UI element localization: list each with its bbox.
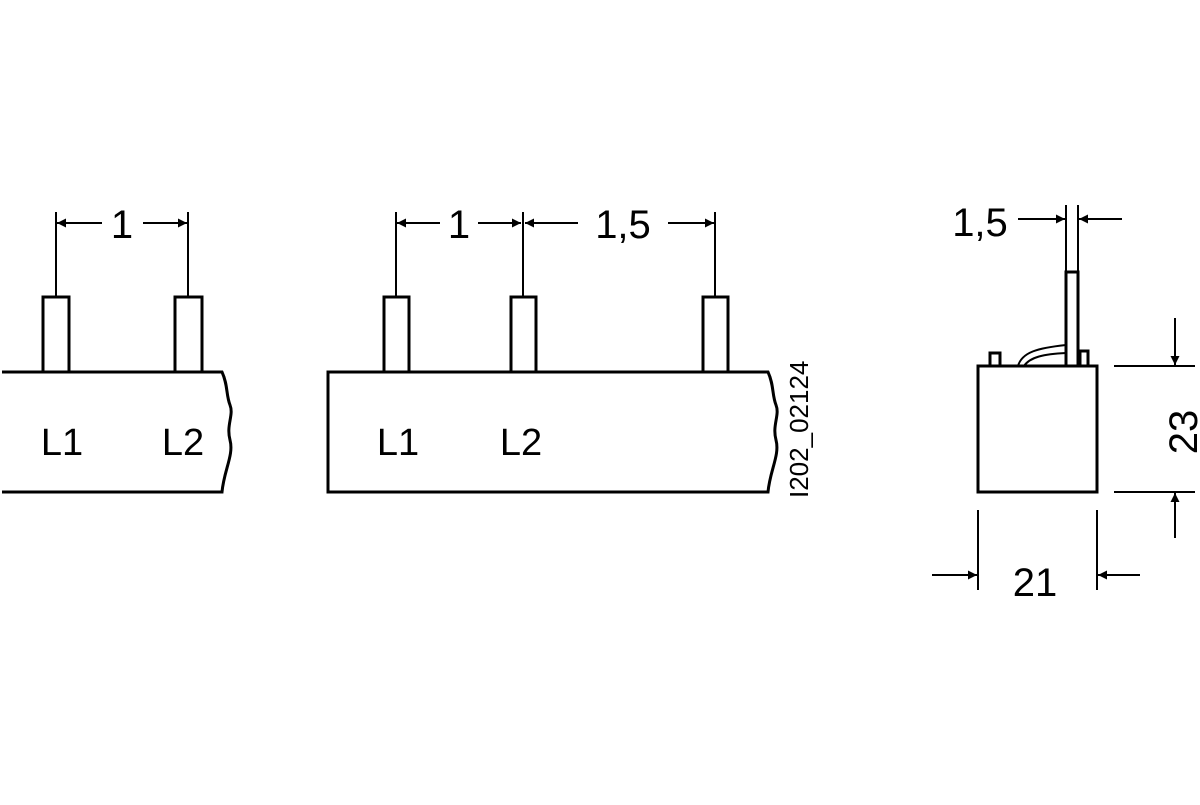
view-a-two-pin-busbar: 1 L1 L2 (2, 203, 233, 494)
view-c-height: 23 (1162, 410, 1200, 455)
view-b-label-l1: L1 (377, 422, 419, 464)
view-c-clip (1017, 344, 1067, 367)
view-c-pin (1064, 270, 1080, 368)
view-b-dimension-2: 1,5 (595, 203, 651, 247)
view-a-body (2, 370, 233, 494)
view-c-body (976, 364, 1099, 494)
view-b-body (326, 370, 779, 494)
view-a-dimension: 1 (111, 203, 133, 247)
view-b-dimension-1: 1 (448, 203, 470, 247)
view-b-pin-3 (701, 295, 730, 374)
view-b-pin-1 (382, 295, 411, 374)
drawing-code: I202_02124 (784, 361, 814, 498)
view-b-label-l2: L2 (500, 422, 542, 464)
view-a-label-l2: L2 (162, 422, 204, 464)
view-a-pin-l1 (41, 295, 71, 374)
view-c-pin-width: 1,5 (952, 201, 1008, 245)
view-c-width: 21 (1013, 561, 1058, 605)
view-a-pin-l2 (173, 295, 204, 374)
view-a-label-l1: L1 (41, 422, 83, 464)
view-b-pin-2 (509, 295, 538, 374)
view-c-side-view: 1,5 23 21 (932, 201, 1200, 605)
view-b-three-pin-busbar: 1 1,5 L1 L2 (326, 203, 779, 494)
view-c-tab-left (988, 351, 1002, 368)
view-c-tab-right (1078, 349, 1090, 368)
